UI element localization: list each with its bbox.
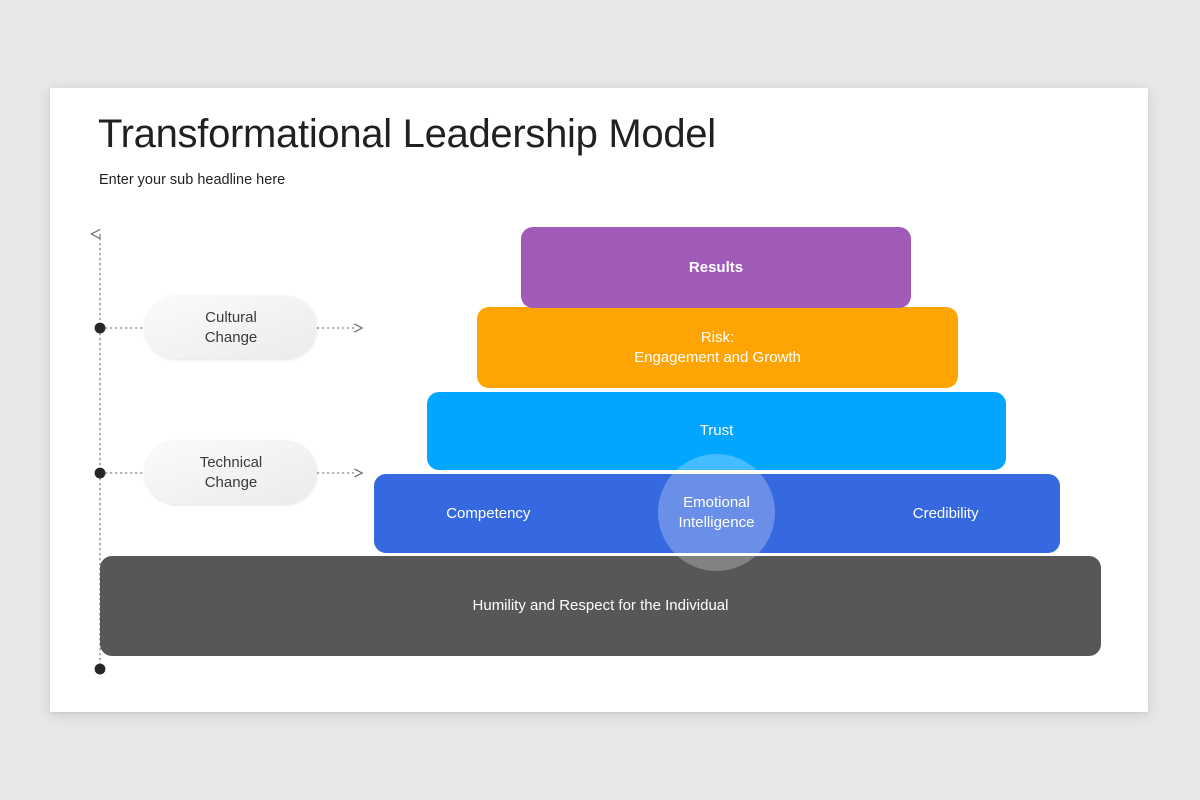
technical-change-pill-label: Technical Change bbox=[199, 454, 263, 491]
foundation-column-emotional-intelligence[interactable]: Emotional Intelligence bbox=[678, 494, 755, 531]
slide-card: Transformational Leadership Model Enter … bbox=[50, 88, 1148, 712]
pyramid-level-foundation[interactable]: Competency Credibility bbox=[374, 474, 1060, 553]
page-title: Transformational Leadership Model bbox=[98, 112, 716, 156]
pyramid-level-results[interactable]: Results bbox=[521, 227, 911, 308]
foundation-column-credibility: Credibility bbox=[912, 504, 979, 522]
cultural-change-pill-label: Cultural Change bbox=[204, 309, 258, 346]
technical-change-pill[interactable]: Technical Change bbox=[145, 441, 317, 504]
pyramid-level-results-label: Results bbox=[688, 258, 744, 276]
pyramid-level-trust[interactable]: Trust bbox=[427, 392, 1006, 470]
foundation-column-competency: Competency bbox=[446, 504, 531, 522]
pyramid-level-trust-label: Trust bbox=[699, 422, 734, 440]
page-subtitle: Enter your sub headline here bbox=[99, 172, 286, 188]
pyramid-level-base-label: Humility and Respect for the Individual bbox=[472, 597, 729, 615]
pyramid-chart: Results Risk: Engagement and Growth Trus… bbox=[50, 88, 1148, 712]
cultural-change-pill[interactable]: Cultural Change bbox=[145, 296, 317, 359]
pyramid-level-risk[interactable]: Risk: Engagement and Growth bbox=[477, 307, 958, 388]
pyramid-level-base[interactable]: Humility and Respect for the Individual bbox=[100, 556, 1101, 656]
pyramid-level-risk-label: Risk: Engagement and Growth bbox=[634, 329, 801, 366]
